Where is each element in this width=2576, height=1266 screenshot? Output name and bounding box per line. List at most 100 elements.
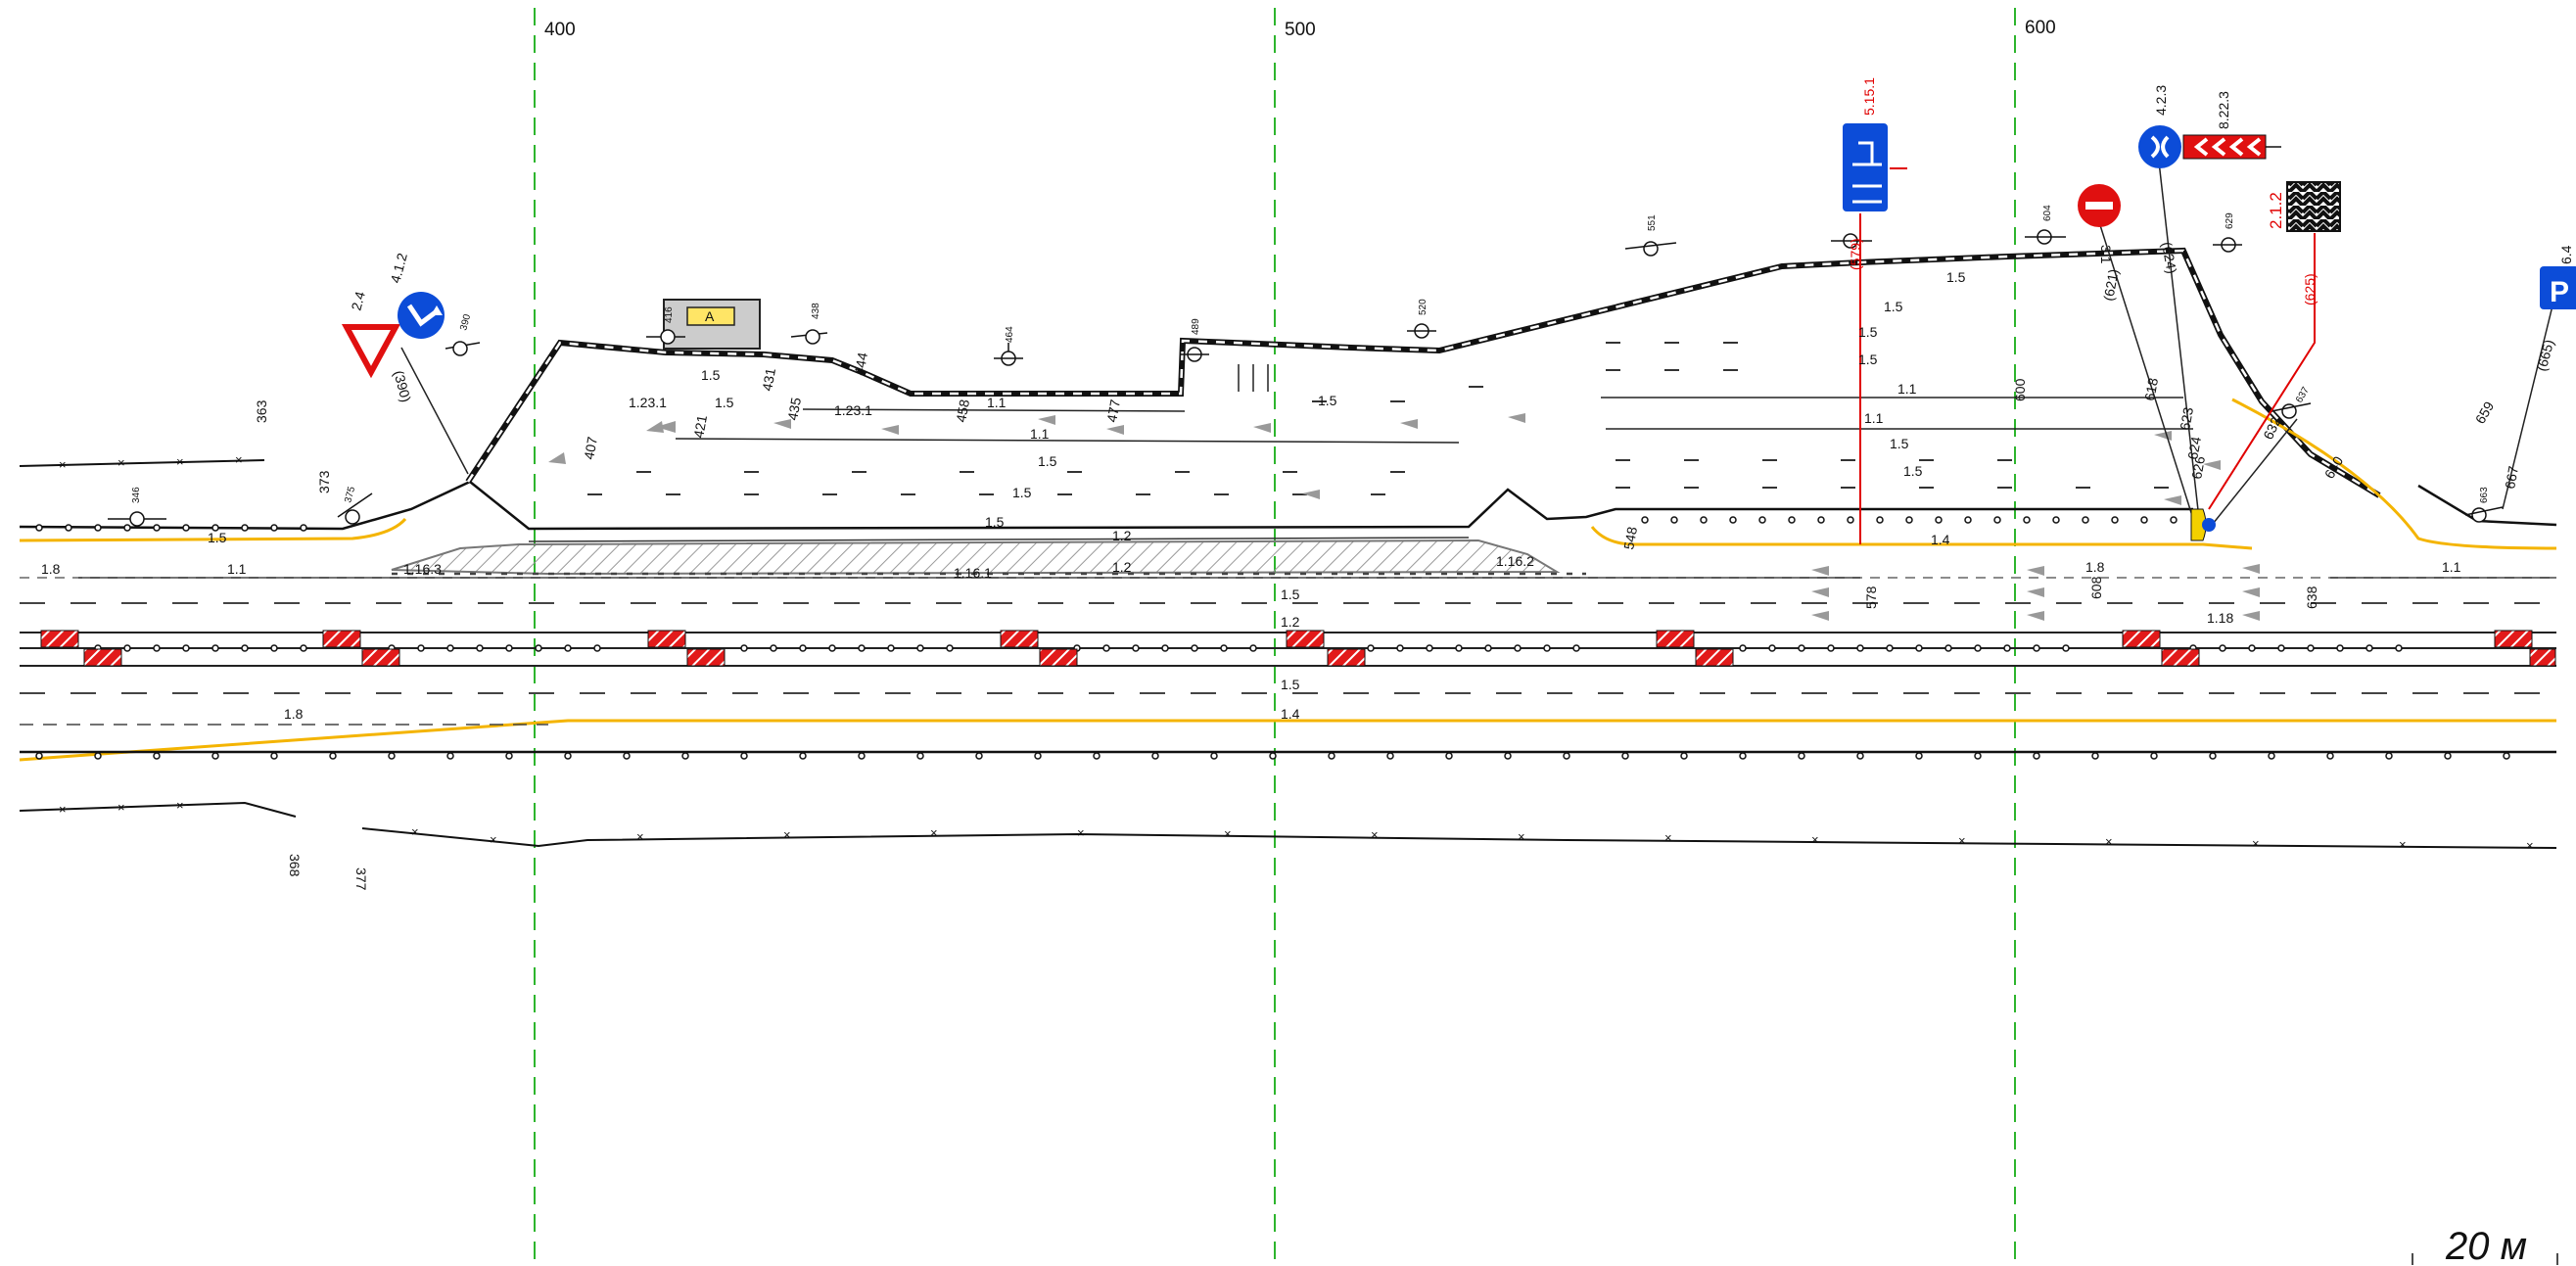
svg-text:659: 659 xyxy=(2472,399,2498,426)
svg-text:×: × xyxy=(1664,830,1672,845)
svg-text:1.5: 1.5 xyxy=(1884,299,1903,314)
svg-text:637: 637 xyxy=(2294,385,2312,404)
svg-text:1.5: 1.5 xyxy=(1281,586,1300,602)
barrier-block xyxy=(1039,648,1078,667)
svg-text:377: 377 xyxy=(353,867,369,891)
barrier-block xyxy=(1000,630,1039,648)
light-pole xyxy=(2025,229,2066,245)
svg-text:1.5: 1.5 xyxy=(1858,352,1878,367)
svg-text:489: 489 xyxy=(1191,318,1201,335)
scale-label: 20 м xyxy=(2445,1225,2527,1266)
svg-text:618: 618 xyxy=(2141,377,2161,402)
upper-curb-dots xyxy=(35,516,2178,532)
barrier-block xyxy=(40,630,79,648)
barrier-block xyxy=(647,630,686,648)
svg-text:×: × xyxy=(2526,838,2534,853)
median-barrier-blocks xyxy=(40,630,2556,667)
barrier-block xyxy=(361,648,400,667)
svg-text:1.1: 1.1 xyxy=(1030,426,1050,442)
lighting-poles xyxy=(108,229,2504,527)
svg-text:640: 640 xyxy=(2321,453,2347,481)
svg-text:P: P xyxy=(2550,276,2569,308)
svg-text:1.1: 1.1 xyxy=(227,561,247,577)
station-labels: (579) (625) (390) (621) (624) (665) xyxy=(391,238,2556,403)
svg-text:×: × xyxy=(1518,829,1525,844)
yellow-edge-lines xyxy=(19,398,2557,762)
light-pole xyxy=(1180,347,1209,362)
svg-text:1.1: 1.1 xyxy=(987,395,1007,410)
station-621: (621) xyxy=(2100,268,2121,303)
light-pole xyxy=(1407,323,1436,339)
light-pole xyxy=(337,492,373,525)
yield-sign xyxy=(341,324,401,379)
svg-text:1.23.1: 1.23.1 xyxy=(629,395,667,410)
svg-text:667: 667 xyxy=(2502,465,2521,491)
roundabout-direction-sign xyxy=(2138,125,2181,168)
barrier-block xyxy=(1286,630,1325,648)
svg-text:626: 626 xyxy=(2188,455,2208,481)
svg-text:×: × xyxy=(783,827,791,842)
svg-text:×: × xyxy=(59,457,67,472)
keep-right-sign xyxy=(398,292,445,339)
svg-text:363: 363 xyxy=(254,399,269,423)
svg-text:1.2: 1.2 xyxy=(1112,559,1132,575)
svg-text:×: × xyxy=(930,825,938,840)
parking-stall-lines xyxy=(675,364,2193,444)
station-624: (624) xyxy=(2159,241,2179,275)
light-pole xyxy=(646,329,685,345)
svg-text:×: × xyxy=(235,452,243,467)
barrier-block xyxy=(686,648,726,667)
svg-text:421: 421 xyxy=(690,414,710,440)
svg-text:×: × xyxy=(59,802,67,817)
svg-text:551: 551 xyxy=(1647,214,1658,231)
barrier-block xyxy=(1695,648,1734,667)
svg-text:×: × xyxy=(1224,826,1232,841)
svg-text:×: × xyxy=(1371,827,1379,842)
picket-labels: 363 373 407 421 431 435 444 458 477 548 … xyxy=(254,352,2521,891)
svg-text:1.2: 1.2 xyxy=(1112,528,1132,543)
svg-text:407: 407 xyxy=(581,436,600,461)
light-pole xyxy=(1831,233,1872,249)
svg-text:464: 464 xyxy=(1005,326,1015,343)
svg-text:×: × xyxy=(117,455,125,470)
barrier-block xyxy=(1327,648,1366,667)
svg-text:×: × xyxy=(117,800,125,815)
fence-marks: ×××× ××× ×××× ×××× ×××× ×××× xyxy=(59,452,2534,853)
svg-text:×: × xyxy=(1077,825,1085,840)
svg-text:1.1: 1.1 xyxy=(1897,381,1917,397)
svg-text:×: × xyxy=(2399,837,2407,852)
lower-curb-dots xyxy=(35,752,2510,760)
svg-text:1.4: 1.4 xyxy=(1281,706,1300,722)
svg-text:1.5: 1.5 xyxy=(701,367,721,383)
svg-text:624: 624 xyxy=(2184,436,2204,461)
svg-text:1.5: 1.5 xyxy=(1946,269,1966,285)
bus-stop-plate-label: A xyxy=(705,308,715,324)
light-pole xyxy=(108,511,166,527)
svg-text:578: 578 xyxy=(1863,586,1879,609)
direction-arrows xyxy=(548,413,2260,621)
svg-text:1.5: 1.5 xyxy=(1038,453,1057,469)
fence-lines xyxy=(19,459,2557,849)
barrier-block xyxy=(322,630,361,648)
svg-text:608: 608 xyxy=(2088,576,2104,599)
svg-text:1.5: 1.5 xyxy=(1281,677,1300,692)
chainage-grid: 400 500 600 xyxy=(534,8,2056,1266)
svg-text:638: 638 xyxy=(2304,586,2319,609)
svg-text:×: × xyxy=(636,829,644,844)
svg-text:1.16.2: 1.16.2 xyxy=(1496,553,1534,569)
svg-text:×: × xyxy=(2105,834,2113,849)
light-pole xyxy=(2213,237,2242,253)
sign-label-4.1.2: 4.1.2 xyxy=(387,251,410,284)
svg-text:×: × xyxy=(1958,833,1966,848)
svg-text:623: 623 xyxy=(2177,406,2196,432)
light-pole xyxy=(445,341,481,356)
turn-direction-board-sign xyxy=(2286,181,2341,232)
sign-label-5.15.1: 5.15.1 xyxy=(1861,77,1877,116)
sign-label-2.1.2: 2.1.2 xyxy=(2267,192,2285,229)
light-pole xyxy=(790,329,828,345)
median-barrier-dots xyxy=(94,644,2403,652)
barrier-block xyxy=(2529,648,2556,667)
parking-dash-marks xyxy=(587,342,2169,495)
svg-text:1.8: 1.8 xyxy=(284,706,304,722)
